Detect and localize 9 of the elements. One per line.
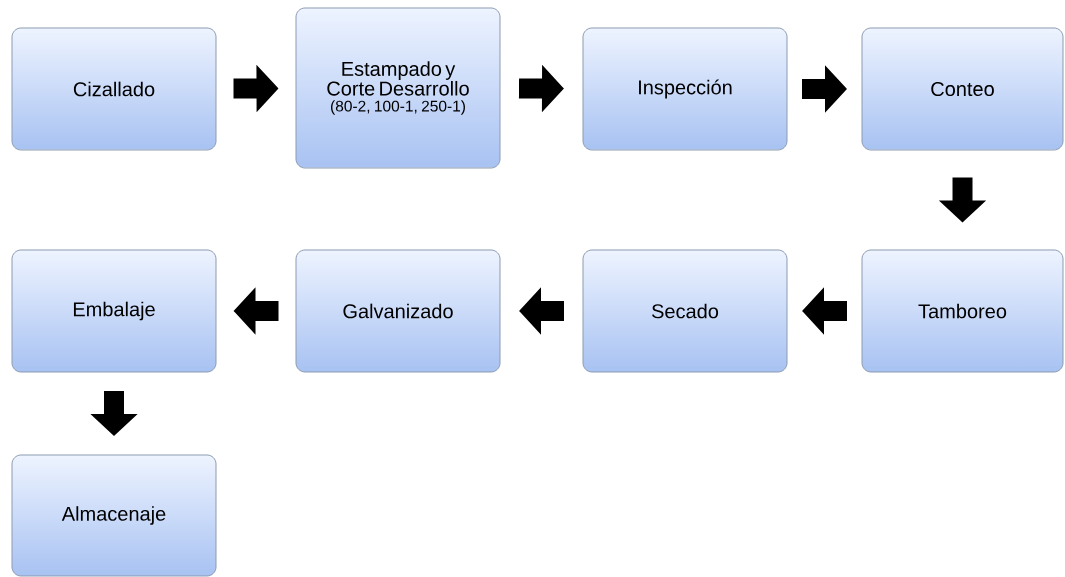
process-box: Cizallado	[11, 27, 217, 151]
process-box: Estampado y Corte Desarrollo (80-2, 100-1, 250-1)	[295, 7, 501, 169]
process-box: Embalaje	[11, 249, 217, 373]
process-box: Inspección	[582, 27, 788, 151]
process-box: Almacenaje	[11, 454, 217, 577]
process-box: Secado	[582, 249, 788, 373]
process-box: Galvanizado	[295, 249, 501, 373]
process-box: Conteo	[861, 27, 1064, 151]
process-box: Tamboreo	[861, 249, 1064, 373]
